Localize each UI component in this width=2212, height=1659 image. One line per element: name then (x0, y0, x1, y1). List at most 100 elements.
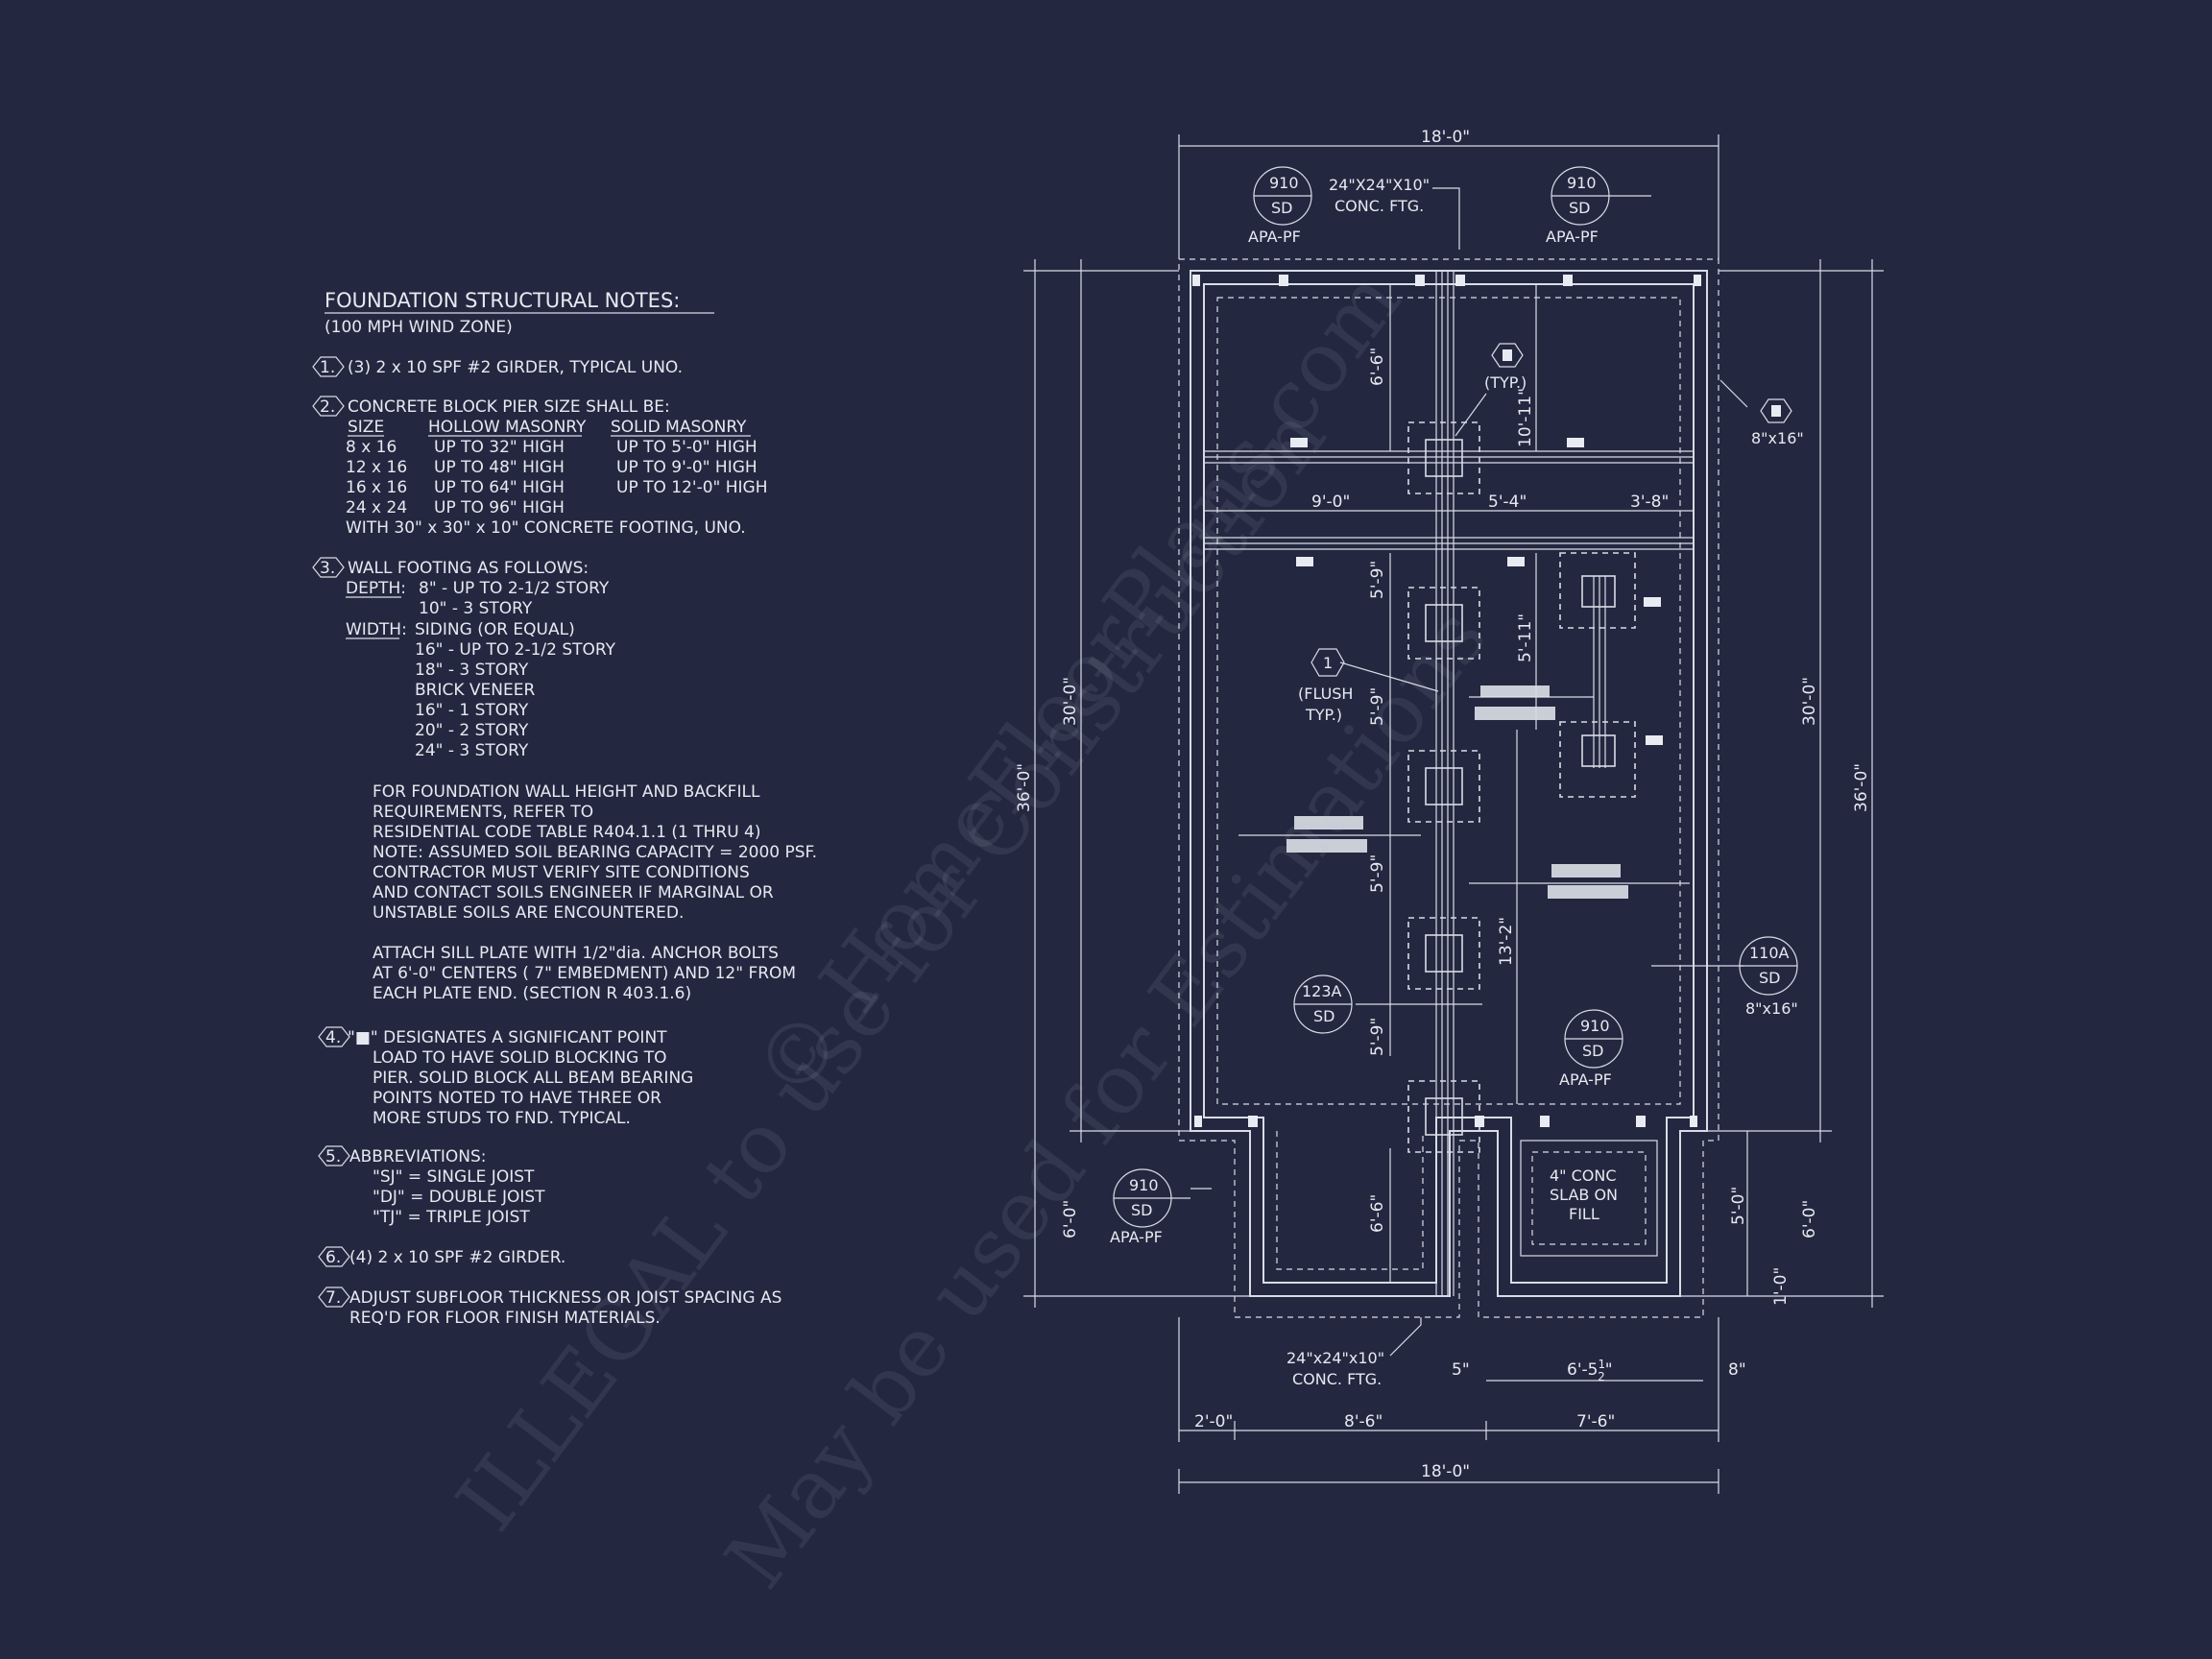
svg-text:SD: SD (1313, 1007, 1334, 1025)
dim-6-6-bot: 6'-6" (1368, 1194, 1387, 1233)
pier-header-hollow: HOLLOW MASONRY (428, 418, 587, 437)
width-4: BRICK VENEER (415, 681, 535, 700)
dim-left-lower: 6'-0" (1061, 1200, 1080, 1238)
dim-bottom-total: 18'-0" (1421, 1462, 1470, 1481)
dim-5-9-c: 5'-9" (1368, 854, 1387, 893)
slab-line-1: 4" CONC (1550, 1166, 1617, 1185)
section-tag-2: 910 SD APA-PF (1546, 166, 1651, 246)
svg-text:SD: SD (1569, 199, 1590, 217)
girder-center-vertical (1435, 271, 1455, 1296)
note-7-line-1: ADJUST SUBFLOOR THICKNESS OR JOIST SPACI… (349, 1288, 781, 1308)
notes-subtitle: (100 MPH WIND ZONE) (325, 318, 513, 337)
note-1-text: (3) 2 x 10 SPF #2 GIRDER, TYPICAL UNO. (348, 358, 683, 377)
depth-2: 10" - 3 STORY (419, 599, 533, 618)
para2-line-1: ATTACH SILL PLATE WITH 1/2"dia. ANCHOR B… (373, 944, 779, 963)
ftg-top-line-1: 24"X24"X10" (1329, 176, 1430, 194)
para2-line-2: AT 6'-0" CENTERS ( 7" EMBEDMENT) AND 12"… (373, 964, 796, 983)
section-tags: 910 SD APA-PF 910 SD APA-PF 910 SD APA-P… (1110, 166, 1798, 1246)
hex-8x16-icon (1760, 398, 1792, 423)
note-5: 5. ABBREVIATIONS: "SJ" = SINGLE JOIST "D… (318, 1145, 545, 1227)
pier-header-solid: SOLID MASONRY (611, 418, 747, 437)
pier-row-4-hollow: UP TO 96" HIGH (434, 498, 565, 517)
dim-5-9-b: 5'-9" (1368, 687, 1387, 726)
girder-horizontal-2 (1204, 537, 1694, 550)
footing-outline (1178, 258, 1719, 1318)
dim-5-4: 5'-4" (1488, 493, 1527, 512)
dim-right-lower: 6'-0" (1800, 1200, 1819, 1238)
width-1: SIDING (OR EQUAL) (415, 620, 575, 639)
hex-markers: 1 (1310, 343, 1792, 677)
size-8x16-a: 8"x16" (1751, 429, 1804, 447)
svg-text:APA-PF: APA-PF (1559, 1070, 1612, 1089)
pier-row-1-solid: UP TO 5'-0" HIGH (616, 438, 757, 457)
width-5: 16" - 1 STORY (415, 701, 529, 720)
notes-title: FOUNDATION STRUCTURAL NOTES: (325, 289, 680, 312)
note-3: 3. WALL FOOTING AS FOLLOWS: DEPTH: 8" - … (312, 557, 817, 1003)
pier-row-3-solid: UP TO 12'-0" HIGH (616, 478, 768, 497)
pier-row-1-hollow: UP TO 32" HIGH (434, 438, 565, 457)
pier-footing-note: WITH 30" x 30" x 10" CONCRETE FOOTING, U… (346, 518, 746, 538)
note-3-text: WALL FOOTING AS FOLLOWS: (348, 559, 589, 578)
svg-text:910: 910 (1269, 174, 1299, 192)
depth-1: 8" - UP TO 2-1/2 STORY (419, 579, 610, 598)
dim-left-inner: 30'-0" (1061, 677, 1080, 726)
flush-line-1: (FLUSH (1298, 685, 1353, 703)
size-8x16-b: 8"x16" (1745, 999, 1798, 1018)
note-7: 7. ADJUST SUBFLOOR THICKNESS OR JOIST SP… (318, 1286, 781, 1328)
dim-bottom-c: 7'-6" (1576, 1412, 1615, 1431)
width-7: 24" - 3 STORY (415, 741, 529, 760)
note-4: 4. "■" DESIGNATES A SIGNIFICANT POINT LO… (318, 1026, 693, 1128)
note-7-number: 7. (325, 1288, 341, 1308)
dim-right-inner: 30'-0" (1800, 677, 1819, 726)
svg-text:910: 910 (1580, 1017, 1610, 1035)
para1-line-6: AND CONTACT SOILS ENGINEER IF MARGINAL O… (373, 883, 774, 902)
ftg-bot-line-1: 24"x24"x10" (1286, 1349, 1384, 1367)
porch-left-dashed (1276, 1131, 1424, 1270)
para1-line-2: REQUIREMENTS, REFER TO (373, 803, 593, 822)
foundation-notes: FOUNDATION STRUCTURAL NOTES: (100 MPH WI… (312, 289, 817, 1328)
para2-line-3: EACH PLATE END. (SECTION R 403.1.6) (373, 984, 691, 1003)
pier-1 (1407, 421, 1480, 494)
abbr-dj: "DJ" = DOUBLE JOIST (373, 1188, 545, 1207)
note-3-number: 3. (320, 559, 335, 578)
hex-flush-icon (1310, 648, 1345, 677)
width-6: 20" - 2 STORY (415, 721, 529, 740)
flush-tag-number: 1 (1323, 654, 1333, 672)
depth-label: DEPTH: (346, 579, 406, 598)
dim-13-2: 13'-2" (1497, 917, 1516, 966)
svg-text:SD: SD (1131, 1201, 1152, 1219)
dim-left-outer: 36'-0" (1015, 763, 1034, 812)
note-2-text: CONCRETE BLOCK PIER SIZE SHALL BE: (348, 397, 670, 417)
note-1-number: 1. (320, 358, 335, 377)
slab-area (1520, 1140, 1658, 1257)
para1-line-5: CONTRACTOR MUST VERIFY SITE CONDITIONS (373, 863, 750, 882)
dim-3-8: 3'-8" (1630, 493, 1669, 512)
svg-text:APA-PF: APA-PF (1546, 228, 1599, 246)
note-2-number: 2. (320, 397, 335, 417)
dim-bottom-b: 8'-6" (1344, 1412, 1382, 1431)
dim-5-11: 5'-11" (1516, 613, 1535, 662)
slab-line-2: SLAB ON (1550, 1186, 1618, 1204)
girder-right-vertical (1593, 576, 1606, 768)
section-tag-4: 910 SD APA-PF (1110, 1168, 1190, 1246)
pier-6 (1559, 552, 1636, 629)
piers-center (1407, 421, 1636, 1153)
pier-4 (1407, 917, 1480, 990)
abbr-tj: "TJ" = TRIPLE JOIST (373, 1208, 530, 1227)
dim-right-outer: 36'-0" (1852, 763, 1871, 812)
note-4-line-1: "■" DESIGNATES A SIGNIFICANT POINT (348, 1028, 667, 1047)
svg-text:SD: SD (1759, 969, 1780, 987)
note-6: 6. (4) 2 x 10 SPF #2 GIRDER. (318, 1246, 565, 1267)
dim-right-tiny: 1'-0" (1771, 1267, 1791, 1306)
note-6-number: 6. (325, 1248, 341, 1267)
dim-5in: 5" (1452, 1360, 1470, 1380)
flush-line-2: TYP.) (1305, 706, 1342, 724)
svg-text:SD: SD (1582, 1042, 1603, 1060)
note-6-text: (4) 2 x 10 SPF #2 GIRDER. (349, 1248, 565, 1267)
svg-text:110A: 110A (1749, 944, 1790, 962)
pier-row-3-size: 16 x 16 (346, 478, 407, 497)
typ-label: (TYP.) (1484, 373, 1527, 392)
svg-text:123A: 123A (1302, 982, 1342, 1000)
pier-row-4-size: 24 x 24 (346, 498, 407, 517)
para1-line-3: RESIDENTIAL CODE TABLE R404.1.1 (1 THRU … (373, 823, 761, 842)
